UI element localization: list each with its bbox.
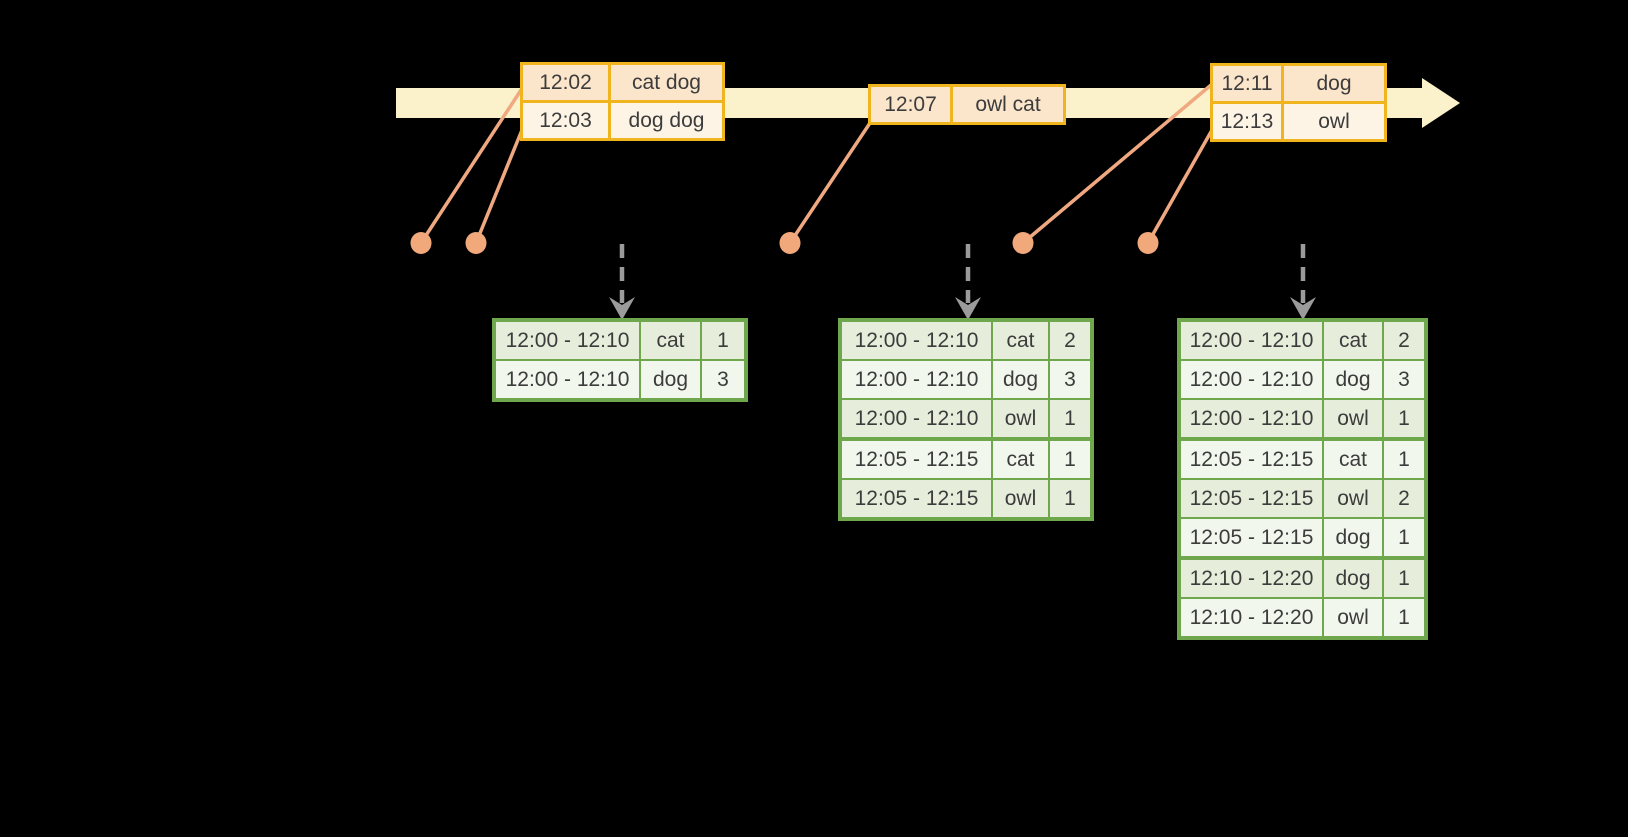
table-cell: 12:05 - 12:15 xyxy=(1181,441,1322,478)
event-connector-line xyxy=(788,121,872,245)
table-cell: owl xyxy=(991,400,1048,437)
table-cell: cat xyxy=(1322,441,1382,478)
table-cell: 1 xyxy=(1048,441,1090,478)
table-cell: 12:05 - 12:15 xyxy=(1181,519,1322,556)
table-cell: 12:13 xyxy=(1213,104,1281,139)
table-cell: 1 xyxy=(1382,400,1424,437)
table-cell: 12:07 xyxy=(871,87,950,122)
table-cell: 12:00 - 12:10 xyxy=(1181,322,1322,359)
table-cell: dog xyxy=(1281,66,1384,101)
table-cell: 1 xyxy=(1382,560,1424,597)
table-cell: 1 xyxy=(1048,480,1090,517)
event-connector-line xyxy=(1021,83,1213,245)
table-cell: cat xyxy=(991,322,1048,359)
table-cell: 2 xyxy=(1382,322,1424,359)
event-connector-line xyxy=(474,128,524,245)
event-connector-lines xyxy=(419,83,1214,245)
table-cell: 12:05 - 12:15 xyxy=(1181,480,1322,517)
event-connector-line xyxy=(1146,128,1214,245)
table-cell: 1 xyxy=(1382,599,1424,636)
table-cell: 12:00 - 12:10 xyxy=(842,361,991,398)
table-cell: 1 xyxy=(700,322,744,359)
table-cell: owl xyxy=(1322,400,1382,437)
table-cell: 12:10 - 12:20 xyxy=(1181,599,1322,636)
table-cell: dog xyxy=(991,361,1048,398)
table-cell: owl xyxy=(1322,480,1382,517)
table-cell: owl xyxy=(1281,104,1384,139)
table-cell: 3 xyxy=(1048,361,1090,398)
trigger-down-arrow-icon xyxy=(955,244,981,320)
timeline-arrowhead-icon xyxy=(1422,78,1460,128)
table-cell: 3 xyxy=(1382,361,1424,398)
table-cell: 12:00 - 12:10 xyxy=(1181,361,1322,398)
table-cell: owl cat xyxy=(950,87,1063,122)
table-cell: 12:03 xyxy=(523,103,608,138)
table-cell: 1 xyxy=(1382,441,1424,478)
table-cell: 12:11 xyxy=(1213,66,1281,101)
table-cell: dog dog xyxy=(608,103,722,138)
table-cell: 12:00 - 12:10 xyxy=(842,400,991,437)
table-cell: 12:05 - 12:15 xyxy=(842,480,991,517)
table-cell: dog xyxy=(1322,560,1382,597)
table-cell: dog xyxy=(1322,361,1382,398)
table-cell: 3 xyxy=(700,361,744,398)
table-cell: cat dog xyxy=(608,65,722,100)
table-cell: owl xyxy=(991,480,1048,517)
table-cell: 12:00 - 12:10 xyxy=(842,322,991,359)
table-cell: 12:00 - 12:10 xyxy=(496,361,639,398)
table-cell: dog xyxy=(639,361,700,398)
table-cell: 1 xyxy=(1382,519,1424,556)
event-dot-icon xyxy=(779,232,801,254)
event-dots xyxy=(410,232,1159,254)
table-cell: 12:00 - 12:10 xyxy=(496,322,639,359)
table-cell: 12:10 - 12:20 xyxy=(1181,560,1322,597)
table-cell: cat xyxy=(991,441,1048,478)
event-dot-icon xyxy=(1137,232,1159,254)
table-cell: cat xyxy=(639,322,700,359)
trigger-down-arrow-icon xyxy=(1290,244,1316,320)
table-cell: 2 xyxy=(1048,322,1090,359)
event-dot-icon xyxy=(465,232,487,254)
trigger-arrows xyxy=(609,244,1316,320)
event-connector-line xyxy=(419,88,523,245)
table-cell: 12:00 - 12:10 xyxy=(1181,400,1322,437)
table-cell: cat xyxy=(1322,322,1382,359)
trigger-down-arrow-icon xyxy=(609,244,635,320)
table-cell: owl xyxy=(1322,599,1382,636)
table-cell: 12:05 - 12:15 xyxy=(842,441,991,478)
event-dot-icon xyxy=(410,232,432,254)
table-cell: 2 xyxy=(1382,480,1424,517)
event-dot-icon xyxy=(1012,232,1034,254)
table-cell: 1 xyxy=(1048,400,1090,437)
table-cell: dog xyxy=(1322,519,1382,556)
table-cell: 12:02 xyxy=(523,65,608,100)
